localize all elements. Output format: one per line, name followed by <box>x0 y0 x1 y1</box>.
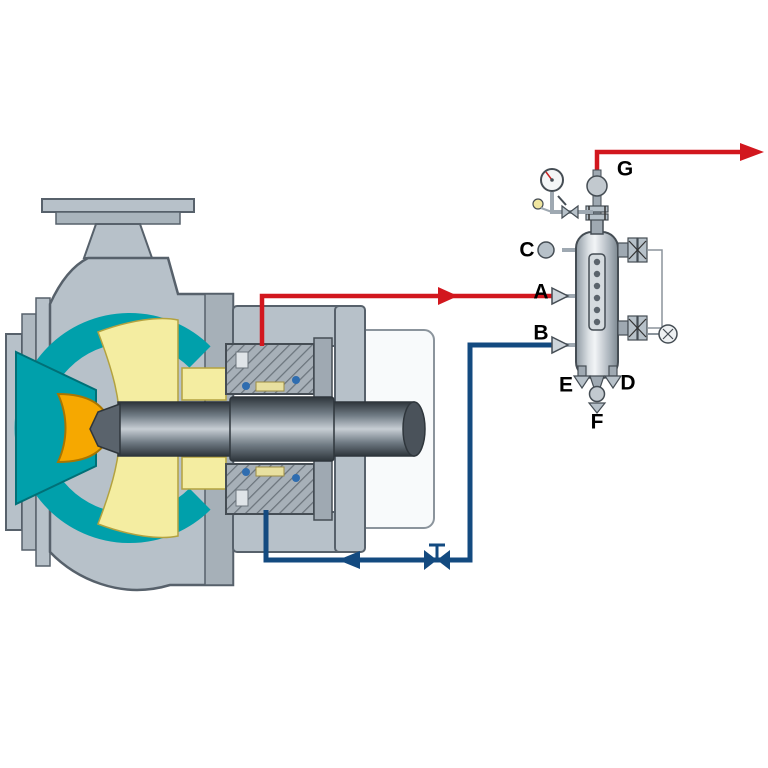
label-b: B <box>533 322 548 345</box>
shaft-nose <box>89 402 121 456</box>
level-gauge-dot-icon <box>593 270 601 278</box>
discharge-nozzle <box>82 223 154 259</box>
lever-valve-icon <box>569 204 579 220</box>
label-d: D <box>620 372 635 395</box>
port-a-connector-icon <box>551 286 570 306</box>
port-b-connector-icon <box>551 335 570 355</box>
bottom-port-e-icon <box>572 375 592 390</box>
level-gauge-dot-icon <box>593 294 601 302</box>
pump <box>5 198 435 592</box>
seal-spring-upper <box>255 381 285 392</box>
label-f: F <box>591 411 604 434</box>
return-line-valve <box>424 543 450 570</box>
vent-line <box>594 149 744 172</box>
level-gauge-dot-icon <box>593 306 601 314</box>
o-ring-icon <box>292 376 300 384</box>
o-ring-icon <box>292 474 300 482</box>
label-g: G <box>617 158 633 181</box>
discharge-flange-plate <box>41 198 195 213</box>
top-flange-upper <box>585 205 609 213</box>
top-flange-lower <box>585 213 609 221</box>
lever-valve-icon <box>561 204 571 220</box>
label-e: E <box>559 374 573 397</box>
seal-reservoir <box>532 168 678 414</box>
gland-plate-upper <box>313 337 333 401</box>
shaft <box>89 396 426 462</box>
seal-gland-upper <box>181 367 227 401</box>
level-gauge-dot-icon <box>593 318 601 326</box>
flange-bolt-icon <box>628 318 647 338</box>
flange-bolt-icon <box>628 240 647 260</box>
pressure-switch-icon <box>532 198 544 210</box>
o-ring-icon <box>242 382 250 390</box>
bottom-stub-left <box>577 365 587 377</box>
valve-lever-icon <box>557 195 567 206</box>
suction-cone-liner <box>15 350 97 506</box>
level-gauge <box>588 253 606 331</box>
switch-stem <box>540 207 553 213</box>
seal-face-lower <box>235 489 249 507</box>
bottom-stub-right <box>608 365 618 377</box>
level-gauge-dot-icon <box>593 282 601 290</box>
vent-flow-arrow-icon <box>740 143 764 161</box>
gauge-tubing <box>647 249 663 329</box>
seal-face-upper <box>235 351 249 369</box>
gland-plate-lower <box>313 457 333 521</box>
discharge-flange <box>41 198 195 259</box>
level-gauge-dot-icon <box>593 258 601 266</box>
shaft-end <box>402 401 426 457</box>
right-stub-upper <box>617 242 629 258</box>
right-stub-lower <box>617 320 629 336</box>
port-c-valve-icon <box>537 241 555 259</box>
seal-spring-lower <box>255 466 285 477</box>
valve-body-icon <box>424 550 437 570</box>
label-c: C <box>519 239 534 262</box>
drain-outlet-icon <box>587 402 607 414</box>
supply-flow-arrow-icon <box>438 287 458 305</box>
discharge-flange-hub <box>55 211 181 225</box>
shaft-sleeve <box>229 396 335 462</box>
mechanical-seal <box>225 337 333 521</box>
bottom-port-d-icon <box>603 375 623 390</box>
gauge-hub-icon <box>550 178 554 182</box>
seal-return-line <box>263 342 552 563</box>
o-ring-icon <box>242 468 250 476</box>
gauge-mark-icon <box>662 328 674 340</box>
return-flow-arrow-icon <box>338 551 360 569</box>
drain-valve-icon <box>588 385 606 403</box>
seal-gland-lower <box>181 456 227 490</box>
vent-valve-icon <box>586 175 608 197</box>
valve-body-icon <box>437 550 450 570</box>
label-a: A <box>533 281 548 304</box>
